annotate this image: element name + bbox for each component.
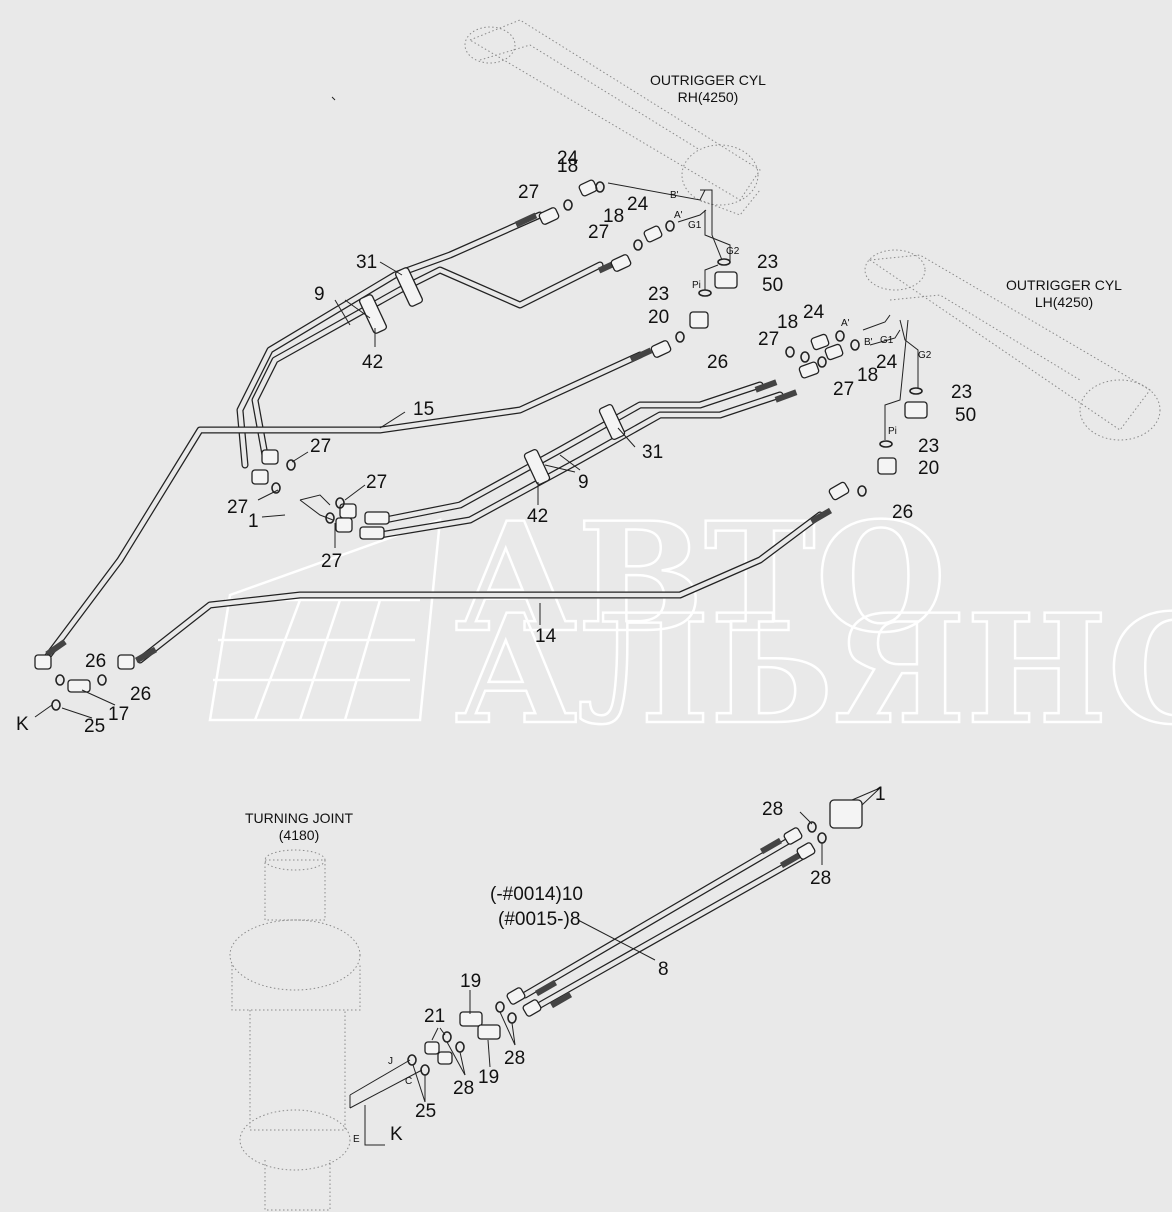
part-label-27-d: 27 xyxy=(321,551,342,572)
part-label-17: 17 xyxy=(108,704,129,725)
outrigger-lh-code: LH(4250) xyxy=(1035,294,1093,310)
clamps xyxy=(358,267,626,486)
port-g2-rh: G2 xyxy=(726,246,740,257)
part-label-24-lh-b: 24 xyxy=(876,352,898,373)
part-label-serial-10: (-#0014)10 xyxy=(490,884,583,905)
part-label-8: 8 xyxy=(658,959,669,980)
watermark-text-line1: АВТО xyxy=(455,490,946,666)
part-label-27-rh-a: 27 xyxy=(518,182,539,203)
part-label-18-rh-b: 18 xyxy=(603,206,624,227)
outrigger-cylinder-lh xyxy=(864,249,1161,441)
part-label-27-lh-b: 27 xyxy=(833,379,854,400)
part-label-31-upper: 31 xyxy=(356,252,377,273)
part-label-18: 18 xyxy=(557,156,578,177)
part-label-31-lower: 31 xyxy=(642,442,663,463)
part-label-26-lh: 26 xyxy=(892,502,913,523)
outrigger-lh-name: OUTRIGGER CYL xyxy=(1006,277,1122,293)
part-label-25-upper: 25 xyxy=(84,716,105,737)
part-label-23-rh-g2: 23 xyxy=(757,252,778,273)
outrigger-cylinder-rh xyxy=(464,19,761,216)
port-k-lower: K xyxy=(390,1124,403,1145)
turning-joint-code: (4180) xyxy=(279,827,319,843)
outrigger-rh-name: OUTRIGGER CYL xyxy=(650,72,766,88)
port-g1-rh: G1 xyxy=(688,220,702,231)
hose-braids xyxy=(45,212,833,1009)
port-k-upper: K xyxy=(16,714,29,735)
port-pi-rh: Pi xyxy=(692,280,701,291)
part-label-9-upper: 9 xyxy=(314,284,325,305)
port-a-prime-lh: A' xyxy=(841,318,850,329)
part-label-1-lower: 1 xyxy=(875,784,886,805)
part-label-28-b: 28 xyxy=(810,868,831,889)
part-label-serial-8: (#0015-)8 xyxy=(498,909,580,930)
part-label-19-b: 19 xyxy=(478,1067,499,1088)
part-label-20-rh: 20 xyxy=(648,307,669,328)
part-label-26-k-b: 26 xyxy=(130,684,151,705)
part-label-14: 14 xyxy=(535,626,557,647)
part-label-28-d: 28 xyxy=(453,1078,474,1099)
fittings xyxy=(34,179,928,1065)
part-label-23-lh-pi: 23 xyxy=(918,436,939,457)
part-label-23-lh-g2: 23 xyxy=(951,382,972,403)
part-label-27-c: 27 xyxy=(227,497,248,518)
turning-joint xyxy=(229,849,361,1211)
port-pi-lh: Pi xyxy=(888,426,897,437)
port-j: J xyxy=(388,1056,393,1067)
hoses xyxy=(41,211,824,1009)
part-label-28-c: 28 xyxy=(504,1048,525,1069)
turning-joint-name: TURNING JOINT xyxy=(245,810,354,826)
part-label-24-rh-b: 24 xyxy=(627,194,649,215)
part-label-24-lh-a: 24 xyxy=(803,302,825,323)
part-label-27-lh-a: 27 xyxy=(758,329,779,350)
port-a-prime-rh: A' xyxy=(674,210,683,221)
watermark-logo: АВТО АЛЬЯНС xyxy=(208,489,1172,759)
port-e: E xyxy=(353,1134,360,1145)
part-label-25-lower: 25 xyxy=(415,1101,436,1122)
part-label-1-upper: 1 xyxy=(248,511,259,532)
part-label-27-rh-b: 27 xyxy=(588,222,609,243)
port-g2-lh: G2 xyxy=(918,350,932,361)
part-label-20-lh: 20 xyxy=(918,458,939,479)
part-label-42-upper: 42 xyxy=(362,352,383,373)
part-label-15: 15 xyxy=(413,399,434,420)
leader-lines xyxy=(34,96,919,1146)
part-label-28-a: 28 xyxy=(762,799,783,820)
part-label-18-lh-b: 18 xyxy=(857,365,878,386)
port-g1-lh: G1 xyxy=(880,335,894,346)
part-label-26-k-a: 26 xyxy=(85,651,106,672)
part-label-23-rh-pi: 23 xyxy=(648,284,669,305)
port-b-prime-rh: B' xyxy=(670,190,679,201)
part-label-9-lower: 9 xyxy=(578,472,589,493)
watermark-text-line2: АЛЬЯНС xyxy=(455,582,1172,758)
port-b-prime-lh: B' xyxy=(864,337,873,348)
part-label-27-b: 27 xyxy=(366,472,387,493)
part-label-19-a: 19 xyxy=(460,971,481,992)
outrigger-rh-code: RH(4250) xyxy=(678,89,739,105)
part-label-18-lh-a: 18 xyxy=(777,312,798,333)
port-c: C xyxy=(405,1076,412,1087)
part-label-24-rh: 24 xyxy=(557,148,579,169)
part-label-42-lower: 42 xyxy=(527,506,548,527)
part-label-27-a: 27 xyxy=(310,436,331,457)
part-labels: 18 24 24 24 24 24 24 24 27 18 24 27 23 5… xyxy=(16,148,976,1145)
part-label-26-rh: 26 xyxy=(707,352,728,373)
part-label-50-rh: 50 xyxy=(762,275,783,296)
part-label-50-lh: 50 xyxy=(955,405,976,426)
part-label-21: 21 xyxy=(424,1006,445,1027)
